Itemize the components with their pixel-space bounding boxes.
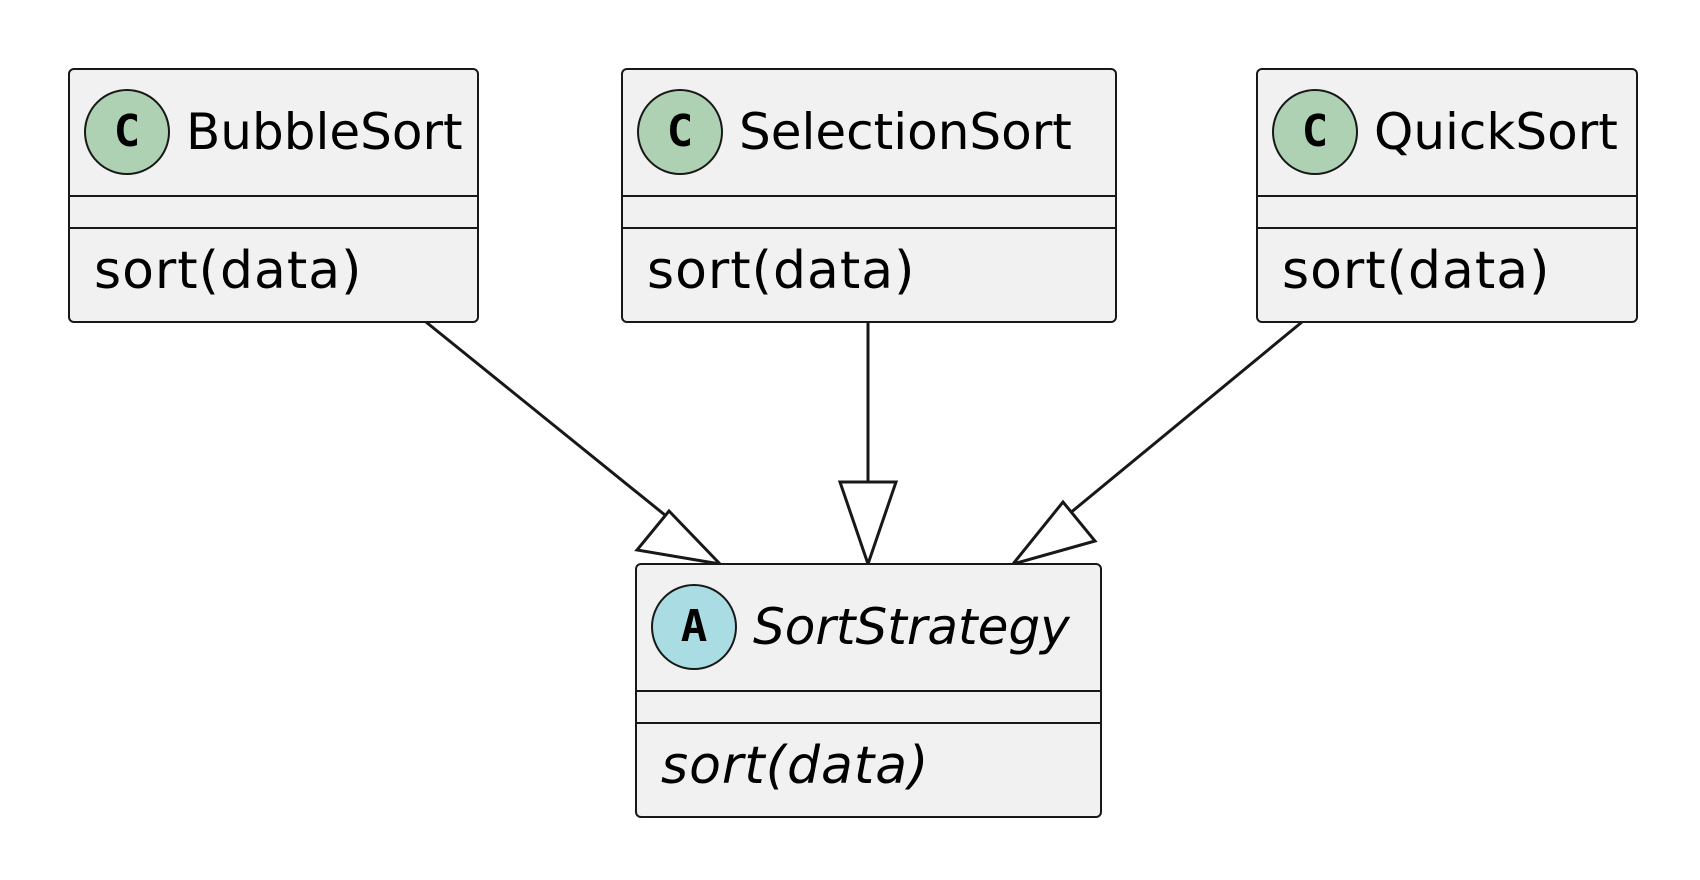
class-name: SortStrategy [753, 598, 1070, 656]
class-header: C BubbleSort [70, 70, 477, 197]
class-sortstrategy[interactable]: A SortStrategy sort(data) [635, 563, 1102, 818]
attributes-compartment [623, 197, 1115, 229]
methods-compartment: sort(data) [1258, 229, 1636, 321]
class-name: BubbleSort [186, 103, 463, 161]
class-quicksort[interactable]: C QuickSort sort(data) [1256, 68, 1638, 323]
class-c-icon: C [84, 89, 170, 175]
class-c-icon: C [637, 89, 723, 175]
class-selectionsort[interactable]: C SelectionSort sort(data) [621, 68, 1117, 323]
class-name: SelectionSort [739, 103, 1072, 161]
generalization-selectionsort [837, 322, 899, 569]
generalization-bubblesort [425, 320, 725, 567]
class-header: C SelectionSort [623, 70, 1115, 197]
class-header: C QuickSort [1258, 70, 1636, 197]
attributes-compartment [637, 692, 1100, 724]
class-c-icon: C [1272, 89, 1358, 175]
generalization-quicksort [1008, 320, 1303, 567]
class-bubblesort[interactable]: C BubbleSort sort(data) [68, 68, 479, 323]
attributes-compartment [1258, 197, 1636, 229]
methods-compartment: sort(data) [623, 229, 1115, 321]
abstract-a-icon: A [651, 584, 737, 670]
method-sort: sort(data) [94, 241, 363, 301]
class-name: QuickSort [1374, 103, 1618, 161]
method-sort: sort(data) [1282, 241, 1551, 301]
attributes-compartment [70, 197, 477, 229]
method-sort: sort(data) [647, 241, 916, 301]
methods-compartment: sort(data) [637, 724, 1100, 816]
class-header: A SortStrategy [637, 565, 1100, 692]
method-sort-abstract: sort(data) [661, 736, 930, 796]
methods-compartment: sort(data) [70, 229, 477, 321]
